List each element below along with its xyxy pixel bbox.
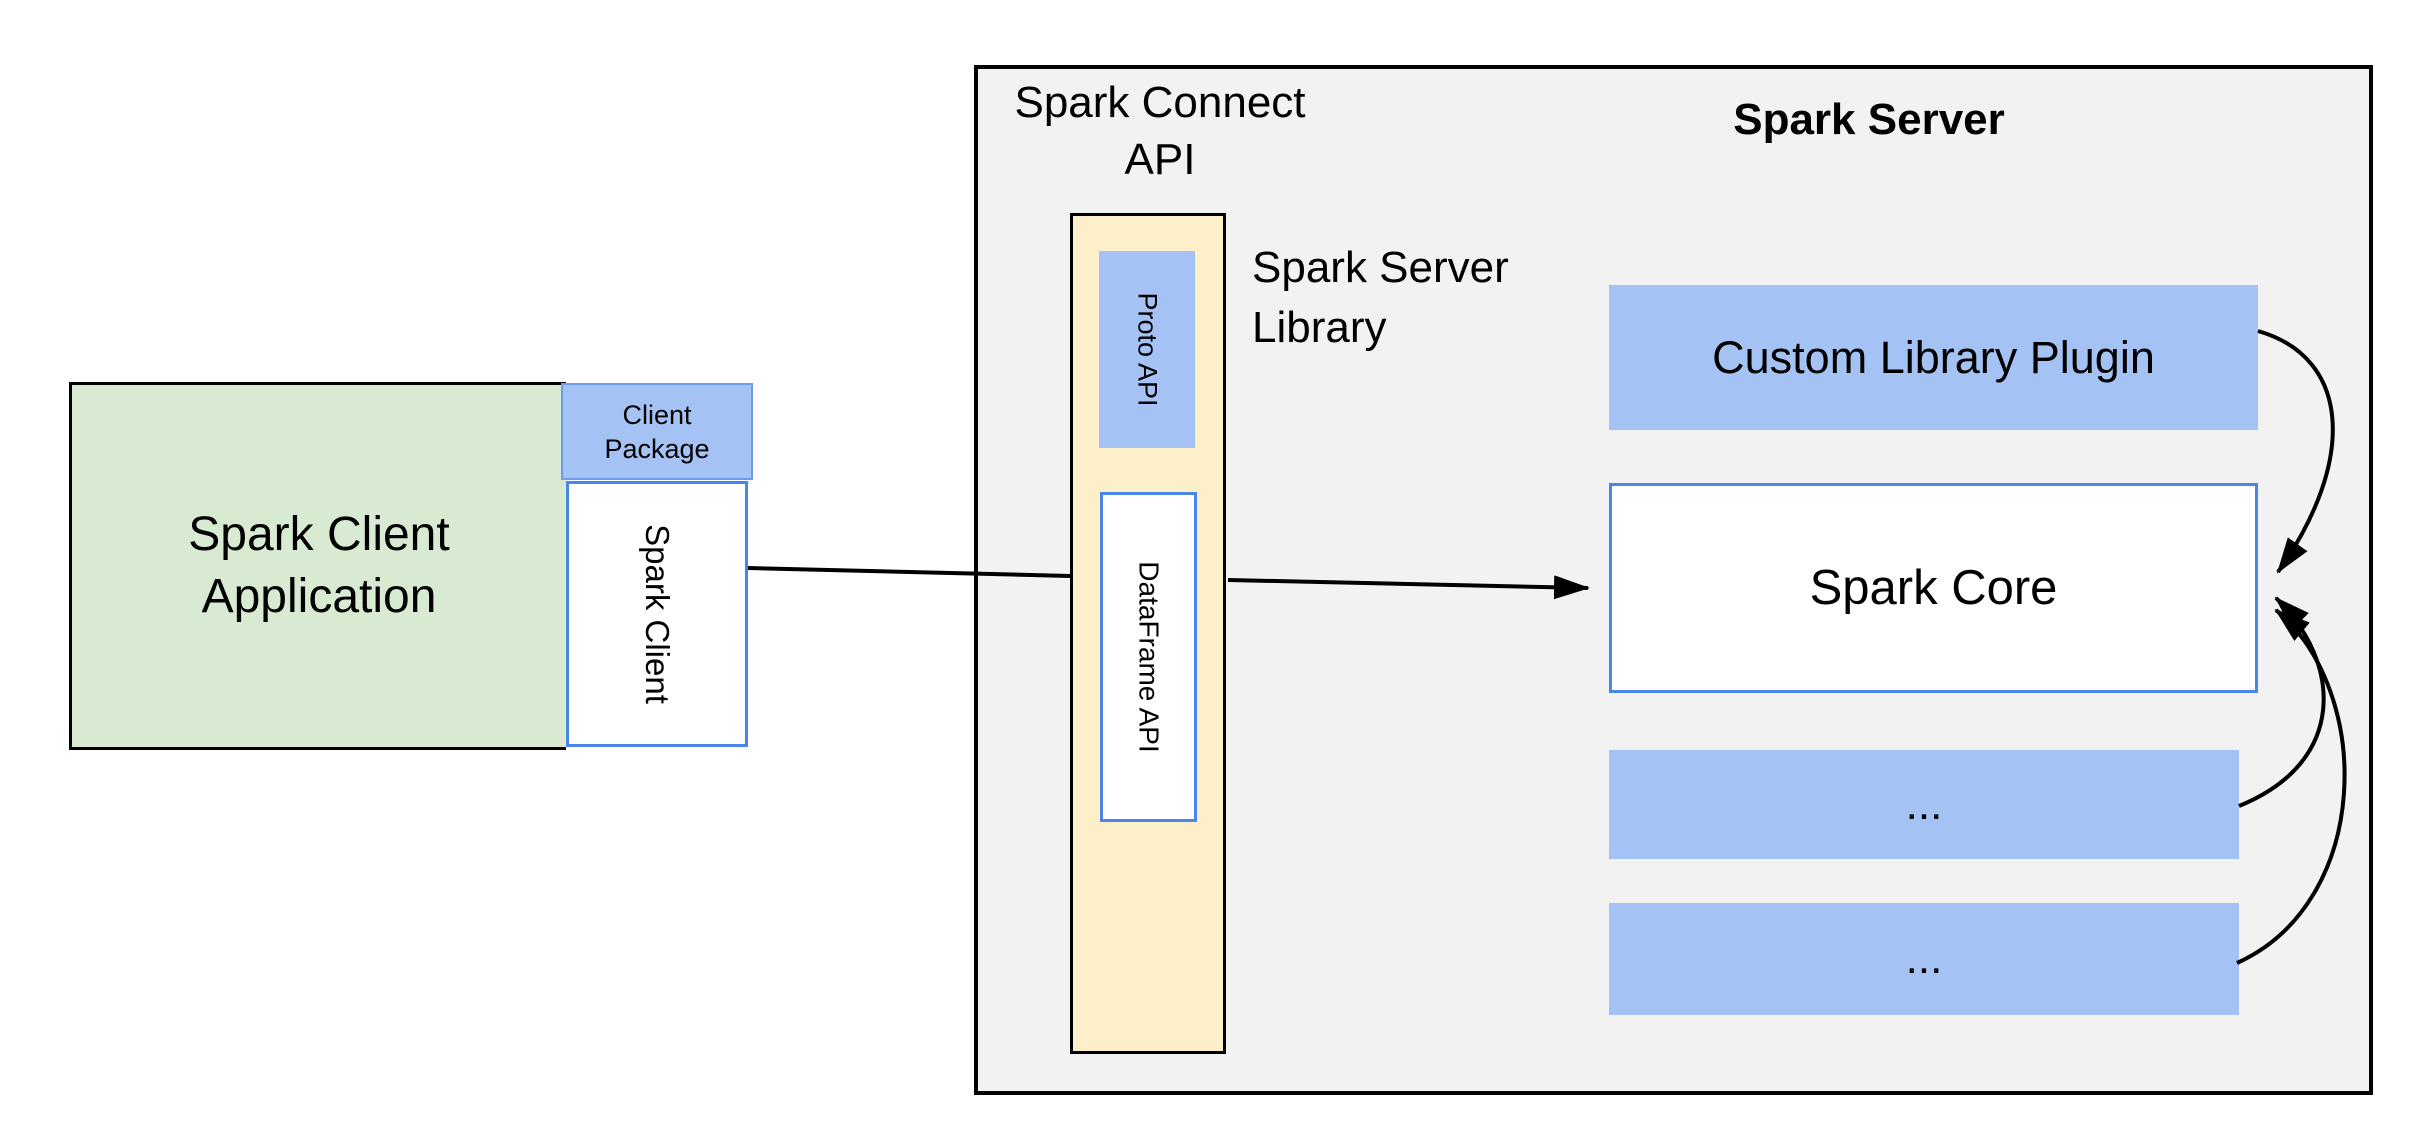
- dataframe-api-label: DataFrame API: [1133, 561, 1165, 753]
- custom-library-plugin-box: Custom Library Plugin: [1609, 285, 2258, 430]
- spark-client-application-box: Spark Client Application: [69, 382, 566, 750]
- spark-server-title: Spark Server: [1733, 95, 2005, 144]
- client-package-label: Client Package: [604, 399, 710, 464]
- spark-client-label: Spark Client: [639, 524, 676, 704]
- spark-core-box: Spark Core: [1609, 483, 2258, 693]
- proto-api-box: Proto API: [1099, 251, 1195, 448]
- spark-server-library-label: Spark Server Library: [1252, 243, 1509, 352]
- spark-client-application-label: Spark Client Application: [188, 508, 450, 623]
- proto-api-label: Proto API: [1132, 292, 1163, 407]
- plugin-slot-box-2: ...: [1609, 903, 2239, 1015]
- client-package-box: Client Package: [561, 383, 753, 480]
- plugin-slot-box-1: ...: [1609, 750, 2239, 859]
- spark-connect-api-title: Spark Connect API: [1014, 78, 1306, 184]
- spark-client-box: Spark Client: [566, 481, 748, 747]
- dataframe-api-box: DataFrame API: [1100, 492, 1197, 822]
